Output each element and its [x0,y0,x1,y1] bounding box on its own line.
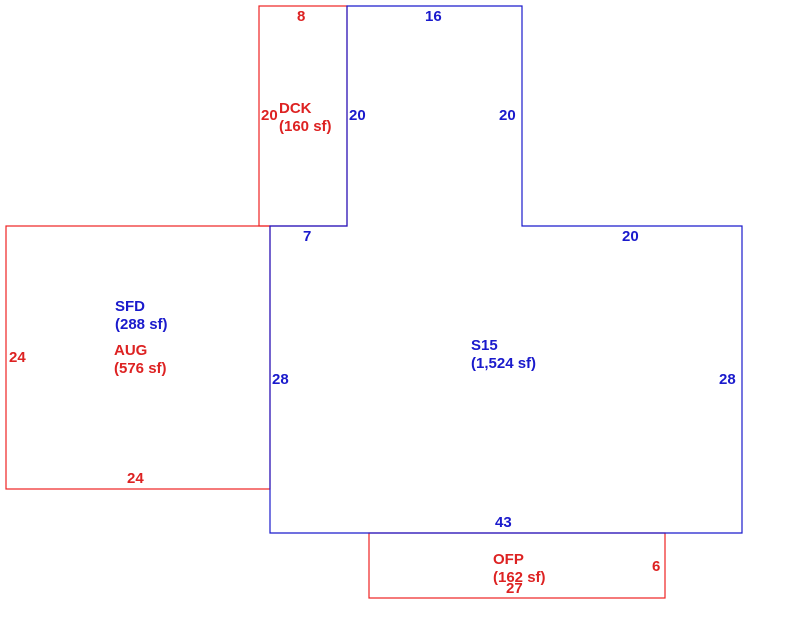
dim-aug-left: 24 [9,349,26,366]
dim-main-left: 28 [272,371,289,388]
dim-main-bottom: 43 [495,514,512,531]
dim-aug-bottom: 24 [127,470,144,487]
dim-ofp-bottom: 27 [506,580,523,597]
dck-code-label: DCK [279,100,312,117]
aug-code-label: AUG [114,342,147,359]
sfd-code-label: SFD [115,298,145,315]
s15-area-label: (1,524 sf) [471,355,536,372]
aug-area-label: (576 sf) [114,360,167,377]
s15-code-label: S15 [471,337,498,354]
dim-main-notch-top: 7 [303,228,311,245]
ofp-code-label: OFP [493,551,524,568]
dim-dck-top: 8 [297,8,305,25]
dim-main-upper-right: 20 [499,107,516,124]
dck-area-label: (160 sf) [279,118,332,135]
dim-main-upper-left: 20 [349,107,366,124]
s15-outline [269,5,743,534]
dim-main-upper-top: 16 [425,8,442,25]
dim-ofp-right: 6 [652,558,660,575]
sfd-area-label: (288 sf) [115,316,168,333]
ofp-area-label: (162 sf) [493,569,546,586]
dim-main-right-top: 20 [622,228,639,245]
dim-dck-left: 20 [261,107,278,124]
dim-main-right: 28 [719,371,736,388]
